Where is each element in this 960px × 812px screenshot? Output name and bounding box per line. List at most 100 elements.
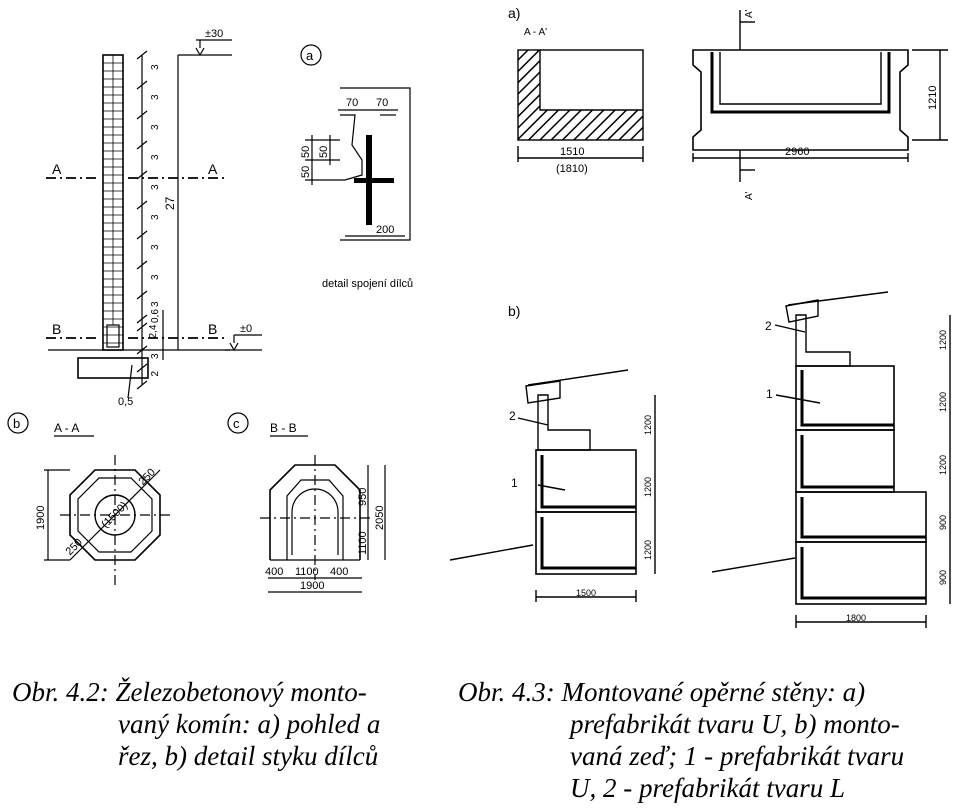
total-height-label: 27: [163, 196, 177, 210]
chimney-elevation-labels: A A B B ±30 ±0 3 3 3 3 3 3 3 3 3 0,62,4 3 2 27 0,5: [52, 28, 252, 408]
segment-dimension-label: 3: [150, 94, 161, 100]
caption-left-line1: Železobetonový monto-: [115, 677, 367, 707]
detail-caption: detail spojení dílců: [322, 278, 413, 290]
caption-right-line2: prefabrikát tvaru U, b) monto-: [570, 709, 900, 739]
small-wall-dim-2: 1200: [643, 477, 653, 497]
caption-left-lead: Obr. 4.2:: [12, 677, 109, 707]
section-bb-dim-950: 950: [357, 488, 369, 506]
u-prefab-labels: a) A - A' A' A' 1510 (1810) 2960 1210: [508, 5, 939, 200]
section-b-left-label: B: [52, 321, 61, 337]
segment-dimension-label: 0,6: [150, 309, 161, 323]
segment-dimension-label: 3: [150, 301, 161, 307]
dimension-tick: [136, 110, 148, 120]
section-bb-labels: c B - B 950 1100 2050 400 1100 400 1900: [233, 416, 386, 592]
large-wall-dim-2: 1200: [938, 392, 948, 412]
section-bb-dim-1100: 1100: [357, 531, 369, 555]
section-aa: [7, 412, 170, 585]
small-wall-dim-1: 1200: [643, 415, 653, 435]
caption-fig-4-3: Obr. 4.3: Montované opěrné stěny: a) pre…: [458, 676, 904, 804]
section-aa-dim-250b: 250: [64, 536, 85, 557]
detail-dim-200: 200: [376, 224, 394, 236]
retaining-wall-large-labels: 1 2 1200 1200 1200 900 900 1800: [765, 319, 948, 623]
joint-detail: [300, 44, 411, 241]
section-bb-dim-400a: 400: [265, 566, 283, 578]
segment-dimension-label: 2: [150, 371, 161, 377]
chimney-elevation: [46, 39, 262, 399]
segment-dimension-label: 3: [150, 353, 161, 359]
cut-label-top: A': [744, 9, 755, 18]
section-bb-dim-1900: 1900: [300, 580, 324, 592]
large-wall-dim-base: 1800: [846, 613, 866, 623]
detail-dim-50b: 50: [300, 146, 312, 158]
caption-right-lead: Obr. 4.3:: [458, 677, 555, 707]
small-wall-label-2: 2: [509, 409, 516, 423]
section-aa-labels: b A - A (1500) 250 250 1900: [13, 416, 158, 558]
small-wall-dim-3: 1200: [643, 540, 653, 560]
detail-dim-50c: 50: [300, 166, 312, 178]
caption-right-line4: U, 2 - prefabrikát tvaru L: [570, 773, 845, 803]
dimension-tick: [136, 50, 148, 60]
dimension-tick: [136, 200, 148, 210]
section-aa-title: A - A: [54, 421, 79, 435]
dim-1510: 1510: [560, 146, 584, 158]
segment-dimension-label: 2,4: [148, 324, 159, 338]
dimension-tick: [136, 314, 148, 324]
section-a-left-label: A: [52, 161, 62, 177]
segment-dimension-label: 3: [150, 244, 161, 250]
dimension-tick: [136, 345, 148, 355]
dimension-tick: [136, 140, 148, 150]
segment-dimension-label: 3: [150, 124, 161, 130]
detail-dim-70b: 70: [376, 97, 388, 109]
detail-letter-a: a: [306, 48, 314, 63]
section-aa-dim-1900: 1900: [35, 506, 47, 530]
large-wall-label-2: 2: [765, 319, 772, 333]
caption-left-line3: řez, b) detail styku dílců: [118, 741, 379, 771]
dimension-tick: [136, 363, 148, 373]
ground-level-label: ±0: [240, 323, 252, 335]
fig43-part-b-letter: b): [508, 303, 520, 319]
section-a-a-prime-title: A - A': [524, 27, 547, 38]
detail-dim-70a: 70: [346, 97, 358, 109]
section-bb-dim-1100b: 1100: [295, 566, 319, 578]
dimension-tick: [136, 230, 148, 240]
section-bb-title: B - B: [270, 421, 297, 435]
top-level-label: ±30: [205, 28, 223, 40]
cut-label-bottom: A': [744, 191, 755, 200]
section-b-right-label: B: [208, 321, 217, 337]
small-wall-label-1: 1: [511, 476, 518, 490]
section-a-right-label: A: [208, 161, 218, 177]
section-bb-dim-2050: 2050: [374, 506, 386, 530]
section-bb: [227, 412, 386, 593]
dimension-tick: [136, 170, 148, 180]
segment-dimension-label: 3: [150, 274, 161, 280]
dim-1810: (1810): [556, 163, 588, 175]
dim-1210: 1210: [927, 86, 939, 110]
segment-dimension-labels: 3 3 3 3 3 3 3 3 3 0,62,4 3 2: [148, 64, 161, 377]
segment-dimension-label: 3: [150, 184, 161, 190]
caption-right-line3: vaná zeď; 1 - prefabrikát tvaru: [570, 741, 905, 771]
large-wall-dim-3: 1200: [938, 455, 948, 475]
base-offset-label: 0,5: [118, 396, 133, 408]
dim-2960: 2960: [785, 146, 809, 158]
dimension-tick: [136, 380, 148, 390]
section-aa-letter: b: [13, 416, 20, 431]
segment-dimension-label: 3: [150, 154, 161, 160]
retaining-wall-small-labels: b) 1 2 1200 1200 1200 1500: [508, 303, 653, 598]
retaining-wall-small: [449, 369, 656, 602]
segment-dimension-label: 3: [150, 64, 161, 70]
fig43-part-a-letter: a): [508, 5, 520, 21]
large-wall-dim-4: 900: [938, 515, 948, 530]
caption-right-line1: Montované opěrné stěny: a): [561, 677, 866, 707]
chimney-brick-pattern: [103, 55, 123, 344]
joint-detail-labels: a 70 70 50 50 50 200 detail spojení dílc…: [300, 48, 413, 290]
dimension-tick: [136, 322, 148, 332]
retaining-wall-large: [711, 291, 951, 628]
caption-fig-4-2: Obr. 4.2: Železobetonový monto- vaný kom…: [12, 676, 380, 772]
small-wall-dim-base: 1500: [576, 588, 596, 598]
u-prefab-sections: [517, 10, 948, 182]
segment-dimension-label: 3: [150, 214, 161, 220]
large-wall-dim-1: 1200: [938, 330, 948, 350]
dimension-tick: [136, 80, 148, 90]
detail-dim-50a: 50: [318, 146, 330, 158]
